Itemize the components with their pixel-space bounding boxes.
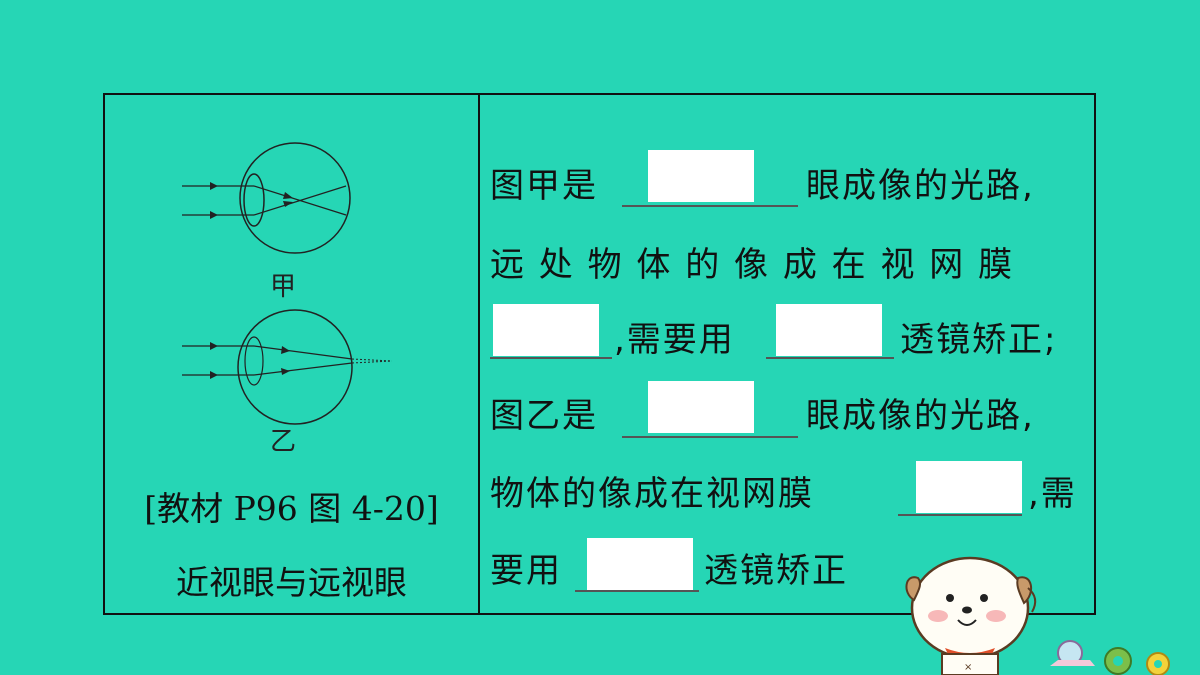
figure-source: [教材 P96 图 4-20] bbox=[144, 489, 439, 528]
hyperopia-eye-figure: 乙 bbox=[182, 309, 393, 457]
cartoon-dog-decoration: × bbox=[905, 556, 1170, 675]
ring-icon bbox=[1146, 652, 1170, 675]
answer-blank-2[interactable] bbox=[493, 304, 599, 356]
answer-blank-5[interactable] bbox=[916, 461, 1022, 513]
donut-icon bbox=[1104, 647, 1132, 675]
eye-diagram: 甲 乙 bbox=[182, 142, 393, 457]
svg-text:×: × bbox=[964, 662, 972, 673]
label-yi: 乙 bbox=[270, 427, 296, 457]
column-divider bbox=[478, 93, 480, 615]
figure-title: 近视眼与远视眼 bbox=[176, 563, 407, 602]
answer-blank-6[interactable] bbox=[587, 538, 693, 590]
answer-blank-3[interactable] bbox=[776, 304, 882, 356]
label-jia: 甲 bbox=[270, 272, 296, 302]
answer-blank-4[interactable] bbox=[648, 381, 754, 433]
snail-icon bbox=[1050, 640, 1095, 666]
answer-blank-1[interactable] bbox=[648, 150, 754, 202]
myopia-eye-figure: 甲 bbox=[182, 142, 351, 302]
content-frame bbox=[103, 93, 1096, 615]
